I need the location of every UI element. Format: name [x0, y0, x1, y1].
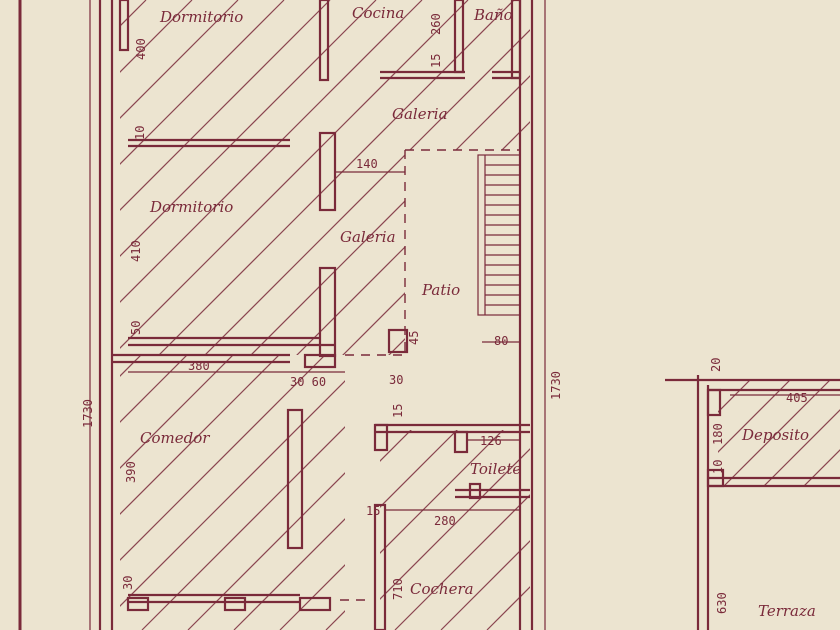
hatch-line: [724, 380, 831, 485]
room-label-cochera: Cochera: [410, 580, 474, 598]
dim-10b: 10: [711, 460, 725, 474]
dim-3060: 30 60: [290, 375, 326, 389]
room-label-comedor: Comedor: [140, 429, 210, 447]
hatch-line: [804, 449, 840, 485]
staircase: [477, 154, 521, 316]
dim-15c: 15: [366, 504, 380, 518]
hatch-line: [120, 0, 285, 355]
dim-15a: 15: [429, 54, 443, 68]
hatch-line: [120, 355, 239, 630]
dim-45: 45: [407, 331, 421, 345]
hatch-line: [764, 409, 840, 485]
hatch-line: [380, 430, 412, 462]
dim-10a: 10: [133, 126, 147, 140]
hatch-line: [233, 355, 345, 630]
hatch-deposito: [718, 380, 840, 485]
room-label-dormitorio-mid: Dormitorio: [149, 198, 233, 216]
hatch-line: [440, 540, 530, 630]
dim-405: 405: [786, 391, 808, 405]
dimension-lines: [128, 171, 840, 511]
room-label-patio: Patio: [421, 281, 460, 299]
hatch-line: [199, 0, 530, 355]
dim-710: 710: [391, 578, 405, 600]
hatch-line: [120, 0, 469, 355]
dim-30-patio: 30: [389, 373, 403, 387]
room-label-terraza: Terraza: [758, 602, 816, 620]
hatch-line: [120, 355, 345, 630]
room-label-dormitorio-top: Dormitorio: [159, 8, 243, 26]
deposito-annex-walls: [665, 375, 840, 630]
hatch-line: [120, 0, 331, 355]
hatch-line: [279, 355, 345, 630]
dim-80: 80: [494, 334, 508, 348]
hatch-line: [120, 355, 331, 630]
hatch-line: [120, 0, 193, 355]
dim-380: 380: [188, 359, 210, 373]
hatch-line: [120, 355, 285, 630]
dim-20: 20: [709, 358, 723, 372]
room-label-bano: Baño: [473, 6, 513, 24]
hatch-line: [120, 355, 193, 630]
dim-140: 140: [356, 157, 378, 171]
dim-260: 260: [429, 13, 443, 35]
hatch-line: [718, 380, 751, 413]
interior-walls: [112, 0, 530, 630]
dim-390: 390: [124, 461, 138, 483]
hatch-line: [141, 355, 345, 630]
dim-50: 50: [129, 321, 143, 335]
room-label-deposito: Deposito: [741, 426, 809, 444]
dim-15b: 15: [391, 404, 405, 418]
hatch-lower: [120, 355, 345, 630]
dim-1730-left: 1730: [81, 399, 95, 428]
room-label-cocina: Cocina: [352, 4, 404, 22]
hatch-line: [380, 430, 504, 554]
hatch-line: [187, 355, 345, 630]
hatch-line: [120, 0, 239, 355]
room-label-galeria-mid: Galeria: [340, 228, 396, 246]
hatch-line: [718, 380, 791, 453]
dim-630: 630: [715, 592, 729, 614]
hatch-line: [120, 0, 423, 355]
dim-180: 180: [711, 423, 725, 445]
dim-410: 410: [129, 240, 143, 262]
hatch-line: [380, 430, 458, 508]
dashed-projection-lines: [340, 149, 520, 601]
room-label-toilette: Toilete: [470, 460, 521, 478]
dim-400: 400: [134, 38, 148, 60]
dim-126: 126: [480, 434, 502, 448]
hatch-line: [394, 494, 530, 630]
hatch-line: [486, 586, 530, 630]
dim-30-bottom: 30: [121, 576, 135, 590]
dim-280: 280: [434, 514, 456, 528]
dim-1730-right: 1730: [549, 371, 563, 400]
hatch-line: [120, 0, 377, 355]
room-label-galeria-top: Galeria: [392, 105, 448, 123]
